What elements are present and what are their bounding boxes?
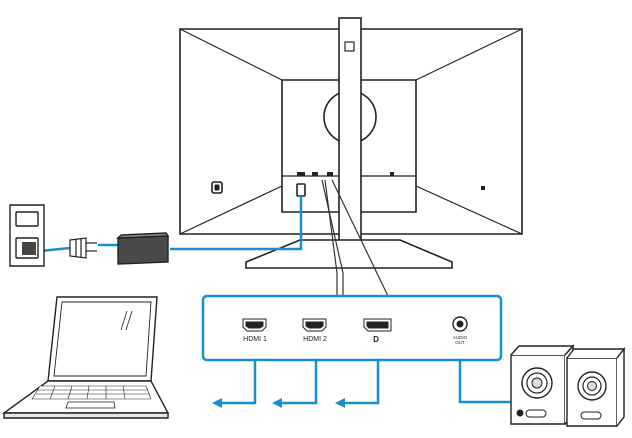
output-connectors	[39, 196, 512, 405]
monitor-stand-neck	[338, 17, 362, 244]
monitor-power-input	[296, 183, 306, 197]
laptop-keyboard	[31, 385, 152, 409]
audio-out-label-line1: AUDIO	[452, 335, 468, 340]
audio-jack-icon	[452, 316, 468, 332]
laptop-screen	[53, 301, 152, 377]
audio-out-label: AUDIO OUT	[450, 335, 470, 345]
speaker-left	[510, 344, 575, 425]
monitor-stand-base	[245, 239, 453, 269]
hdmi2-connector-line	[280, 360, 318, 405]
monitor-stand-lock	[344, 41, 355, 52]
monitor-rear-icon	[179, 17, 523, 269]
monitor-bevel-lines	[179, 28, 523, 235]
hdmi-port-icon	[242, 318, 267, 332]
power-cable-line	[39, 246, 71, 253]
dp-label: D	[373, 335, 379, 344]
power-adapter-icon	[116, 232, 170, 265]
port-pointer-lines	[321, 179, 389, 297]
dp-connector-line	[343, 360, 380, 405]
hdmi1-connector-line	[220, 360, 257, 405]
hdmi-port-icon	[302, 318, 327, 332]
power-plug-icon	[69, 237, 97, 259]
wall-outlet-icon	[9, 204, 45, 267]
port-panel	[201, 294, 503, 362]
arrow-heads	[212, 398, 345, 408]
power-cable-line	[170, 196, 303, 251]
displayport-icon	[363, 318, 392, 332]
hdmi2-label: HDMI 2	[303, 336, 327, 343]
port-panel-box	[201, 294, 503, 362]
speakers-icon	[510, 344, 626, 427]
laptop-icon	[1, 296, 170, 419]
monitor-sensor-mark	[481, 186, 485, 190]
hdmi1-label: HDMI 1	[243, 336, 267, 343]
audio-out-label-line2: OUT	[455, 340, 465, 345]
audio-connector-line	[458, 360, 512, 404]
speaker-right	[566, 346, 626, 427]
